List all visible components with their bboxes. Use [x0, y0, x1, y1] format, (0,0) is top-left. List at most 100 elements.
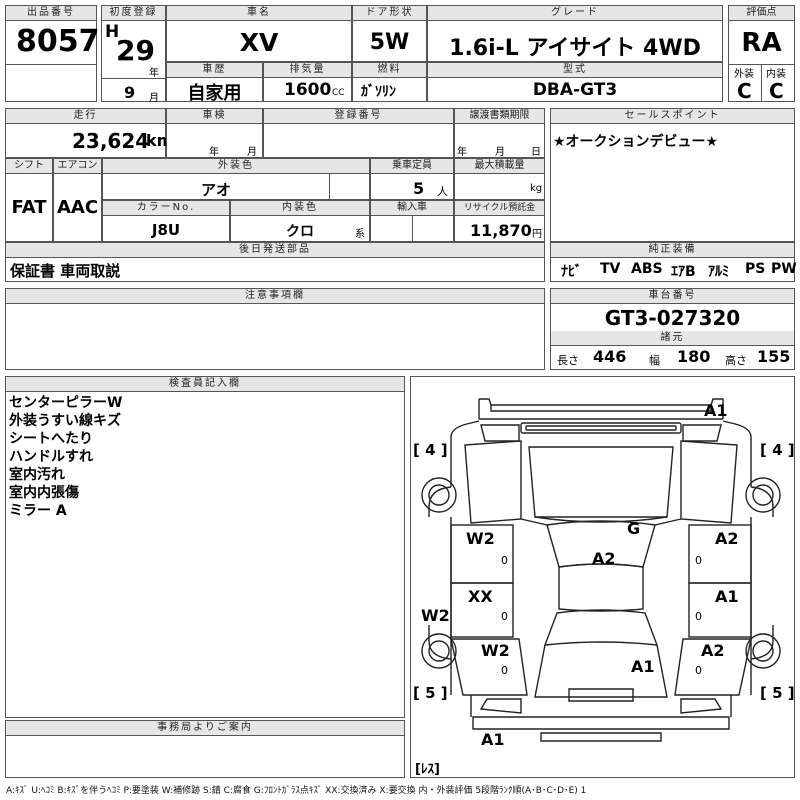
- chassis-box: 車台番号 GT3-027320 諸元 長さ 446 幅 180 高さ 155: [550, 288, 795, 370]
- equipment-airbag: ｴｱB: [671, 264, 696, 280]
- height-value: 155: [757, 347, 791, 366]
- mark-left-pillar: W2: [421, 606, 450, 625]
- inspector-notes: センターピラーW 外装うすい線キズ シートへたり ハンドルすれ 室内汚れ 室内内…: [9, 394, 122, 520]
- car-name: XV: [239, 28, 279, 57]
- inspection-header: 車検: [167, 109, 262, 124]
- later-parts-value: 保証書 車両取説: [10, 262, 121, 280]
- mark-windshield: G: [627, 519, 641, 538]
- transfer-month-unit: 月: [495, 147, 505, 158]
- inspection-year-unit: 年: [209, 147, 219, 158]
- mark-rear-panel: A1: [631, 657, 655, 676]
- transfer-year-unit: 年: [457, 147, 467, 158]
- mark-left-rear-door: XX: [468, 587, 493, 606]
- equipment-alloy: ｱﾙﾐ: [708, 264, 729, 280]
- tire-front-right: [ 4 ]: [760, 441, 795, 459]
- color-no-box: カラーNo. J8U: [102, 200, 230, 242]
- lot-header: 出品番号: [6, 6, 96, 21]
- door-header: ドア形状: [353, 6, 426, 21]
- history-header: 車歴: [167, 63, 262, 78]
- width-label: 幅: [649, 354, 660, 367]
- model-box: 型式 DBA-GT3: [427, 62, 723, 102]
- zero-right-rear-door: 0: [695, 610, 702, 623]
- model-code: DBA-GT3: [532, 80, 618, 100]
- mark-rear-bottom: A1: [481, 730, 505, 749]
- equipment-navi: ﾅﾋﾞ: [561, 264, 582, 280]
- cautions-box: 注意事項欄: [5, 288, 545, 370]
- import-header: 輸入車: [371, 201, 453, 216]
- office-box: 事務局よりご案内: [5, 720, 405, 778]
- exterior-grade: C: [737, 79, 752, 103]
- capacity-unit: 人: [437, 185, 448, 198]
- model-header: 型式: [428, 63, 722, 78]
- spare-tire: [ﾚｽ]: [415, 762, 440, 777]
- recycle-value: 11,870: [470, 221, 532, 240]
- note-line: 室内汚れ: [9, 467, 65, 483]
- equipment-box: 純正装備 ﾅﾋﾞ TV ABS ｴｱB ｱﾙﾐ PS PW: [550, 242, 797, 282]
- later-parts-box: 後日発送部品 保証書 車両取説: [5, 242, 545, 282]
- mileage-header: 走行: [6, 109, 165, 124]
- month-unit: 月: [149, 93, 159, 104]
- equipment-abs: ABS: [631, 261, 663, 277]
- aircon-value: AAC: [56, 197, 99, 218]
- note-line: 外装うすい線キズ: [9, 413, 121, 429]
- int-color-suffix: 系: [355, 229, 365, 240]
- transfer-box: 譲渡書類期限 年 月 日: [454, 108, 545, 158]
- transfer-day-unit: 日: [531, 147, 541, 158]
- score-value: RA: [741, 28, 782, 58]
- inspector-header: 検査員記入欄: [6, 377, 404, 392]
- mark-roof: A2: [592, 549, 616, 568]
- fuel-header: 燃料: [353, 63, 426, 78]
- transfer-header: 譲渡書類期限: [455, 109, 544, 124]
- note-line: センターピラーW: [9, 395, 123, 411]
- displacement-value: 1600: [284, 80, 332, 100]
- registration-header: 登録番号: [264, 109, 453, 124]
- aircon-header: エアコン: [54, 159, 101, 174]
- history-box: 車歴 自家用: [166, 62, 263, 104]
- legend-text: A:ｷｽﾞ U:ﾍｺﾐ B:ｷｽﾞを伴うﾍｺﾐ P:要塗装 W:補修跡 S:錆 …: [6, 786, 587, 796]
- note-line: ミラー A: [9, 503, 67, 519]
- mark-left-rear-fender: W2: [481, 641, 510, 660]
- maxload-unit: kg: [530, 183, 543, 194]
- equipment-header: 純正装備: [551, 243, 794, 258]
- tire-rear-left: [ 5 ]: [413, 684, 448, 702]
- inspection-month-unit: 月: [247, 147, 257, 158]
- note-line: シートへたり: [9, 431, 93, 447]
- shift-box: シフト FAT: [5, 158, 53, 242]
- mark-front-right: A1: [704, 401, 728, 420]
- inspector-box: 検査員記入欄 センターピラーW 外装うすい線キズ シートへたり ハンドルすれ 室…: [5, 376, 405, 718]
- equipment-ps: PS: [745, 261, 766, 277]
- displacement-box: 排気量 1600 CC: [263, 62, 352, 102]
- shift-value: FAT: [11, 197, 47, 218]
- chassis-header: 車台番号: [551, 289, 794, 304]
- grade-box: グレード 1.6i-L アイサイト 4WD: [427, 5, 723, 62]
- era-letter: H: [105, 22, 120, 42]
- cautions-header: 注意事項欄: [6, 289, 544, 304]
- chassis-number: GT3-027320: [604, 306, 741, 330]
- score-box: 評価点 RA 外装 内装 C C: [728, 5, 795, 103]
- interior-grade: C: [769, 79, 784, 103]
- reg-month: 9: [124, 83, 136, 102]
- maxload-box: 最大積載量 kg: [454, 158, 545, 200]
- tire-rear-right: [ 5 ]: [760, 684, 795, 702]
- note-line: 室内内張傷: [9, 485, 79, 501]
- history-value: 自家用: [187, 83, 242, 104]
- width-value: 180: [677, 347, 711, 366]
- first-reg-header: 初度登録: [102, 6, 165, 21]
- interior-label: 内装: [766, 69, 786, 80]
- grade-value: 1.6i-L アイサイト 4WD: [449, 36, 701, 61]
- grade-header: グレード: [428, 6, 722, 21]
- capacity-box: 乗車定員 5 人: [370, 158, 454, 200]
- year-unit: 年: [149, 68, 159, 79]
- name-box: 車名 XV: [166, 5, 352, 62]
- int-color-box: 内装色 クロ 系: [230, 200, 370, 242]
- car-diagram-box: A1 [ 4 ] [ 4 ] G A2 W2 0 A2 0 XX 0 A1 0 …: [410, 376, 795, 778]
- maxload-header: 最大積載量: [455, 159, 544, 174]
- first-reg-box: 初度登録 H 29 年 9 月: [101, 5, 166, 104]
- lot-box: 出品番号 8057: [5, 5, 100, 102]
- registration-box: 登録番号: [263, 108, 454, 158]
- fuel-box: 燃料 ｶﾞｿﾘﾝ: [352, 62, 427, 102]
- aircon-box: エアコン AAC: [53, 158, 102, 242]
- sales-point-box: セールスポイント ★オークションデビュー★: [550, 108, 795, 242]
- later-parts-header: 後日発送部品: [6, 243, 544, 258]
